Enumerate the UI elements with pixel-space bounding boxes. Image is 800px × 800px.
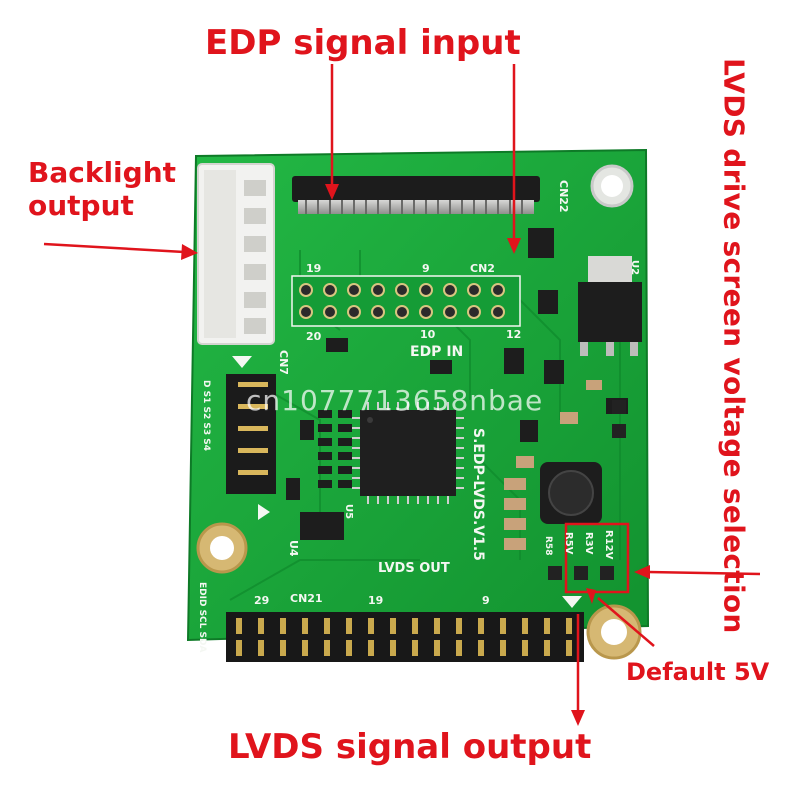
watermark-text: cn1077713658nbae [246, 384, 544, 417]
lvds-output-header [226, 612, 584, 662]
board-label-pin12: 12 [506, 328, 521, 341]
board-label-lvds-out: LVDS OUT [378, 561, 450, 576]
voltage-regulator [578, 256, 642, 356]
callout-backlight-output: Backlight output [28, 156, 177, 223]
board-label-edp-in: EDP IN [410, 344, 463, 360]
callout-arrows [43, 64, 761, 726]
board-label-u4: U4 [287, 540, 300, 557]
board-label-pin9-bottom: 9 [482, 594, 490, 607]
board-label-r58: R58 [543, 536, 553, 555]
voltage-jumper-pads [548, 400, 626, 580]
callout-lvds-signal-output: LVDS signal output [228, 727, 592, 767]
backlight-connector [197, 163, 275, 345]
board-label-pin10: 10 [420, 328, 436, 341]
board-label-pin19-top: 19 [306, 262, 321, 275]
board-label-r5v: R5V [563, 532, 574, 555]
board-label-cn22: CN22 [557, 180, 570, 213]
side-pin-header [226, 374, 276, 494]
eeprom-chip [300, 512, 344, 540]
board-label-edid: EDID SCL SDA [197, 582, 207, 652]
edp-connector [292, 176, 540, 214]
voltage-selection-box [564, 522, 630, 594]
inductor [540, 462, 602, 524]
board-label-u5: U5 [343, 504, 354, 519]
resistor-array [286, 410, 352, 500]
main-chip [352, 402, 464, 504]
callout-edp-signal-input: EDP signal input [205, 23, 521, 63]
board-label-pin20: 20 [306, 330, 322, 343]
board-label-cn2: CN2 [470, 262, 495, 275]
board-label-pin9-top: 9 [422, 262, 430, 275]
board-label-u2: U2 [629, 260, 640, 275]
callout-lvds-voltage-selection: LVDS drive screen voltage selection [717, 58, 751, 634]
callout-default-5v: Default 5V [626, 658, 770, 686]
mounting-holes [196, 164, 642, 660]
board-label-side-pins: D S1 S2 S3 S4 [201, 380, 211, 451]
capacitors [504, 380, 602, 550]
cn2-header-pads [291, 275, 521, 327]
board-label-pin29: 29 [254, 594, 269, 607]
board-label-model: S.EDP-LVDS.V1.5 [470, 428, 486, 561]
board-label-cn21: CN21 [290, 592, 323, 605]
board-label-pin19-bottom: 19 [368, 594, 383, 607]
pin1-markers [232, 356, 582, 608]
board-label-r12v: R12V [603, 530, 614, 560]
board-label-cn7: CN7 [277, 350, 290, 375]
board-label-r3v: R3V [583, 532, 594, 555]
